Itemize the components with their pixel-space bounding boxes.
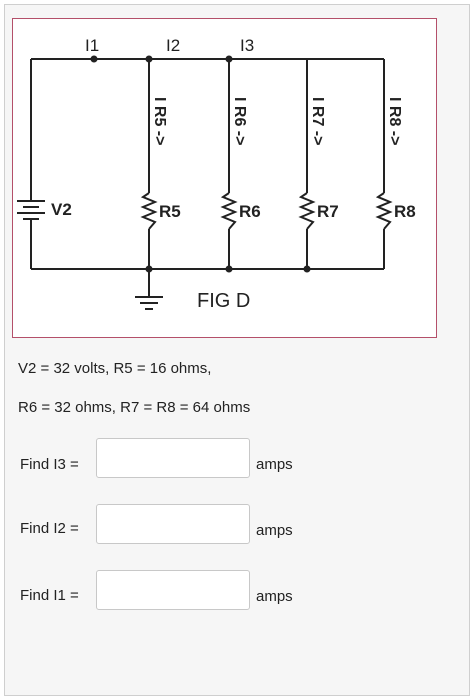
wires: [30, 58, 385, 297]
question-i2-label: Find I2 =: [20, 520, 79, 537]
answer-i1-input[interactable]: [96, 570, 250, 610]
current-label-i2: I2: [166, 36, 180, 55]
given-values-line-2: R6 = 32 ohms, R7 = R8 = 64 ohms: [18, 399, 251, 416]
current-label-i3: I3: [240, 36, 254, 55]
branch-current-label-r6: I R6 ->: [231, 97, 248, 145]
junction-dots: [90, 55, 311, 273]
resistor-r8-symbol: [375, 192, 393, 230]
circuit-diagram: I1 I2 I3 I R5 -> I R6 -> I R7 -> I R8 ->…: [17, 36, 416, 312]
answer-i1-unit: amps: [256, 588, 293, 605]
figure-caption: FIG D: [197, 290, 250, 312]
resistor-label-r6: R6: [239, 202, 261, 221]
resistor-r7-symbol: [298, 192, 316, 230]
resistor-label-r5: R5: [159, 202, 181, 221]
resistor-r5-symbol: [140, 192, 158, 230]
battery-symbol: [17, 200, 45, 220]
resistors: [140, 192, 393, 230]
answer-i2-unit: amps: [256, 522, 293, 539]
answer-i3-unit: amps: [256, 456, 293, 473]
branch-current-label-r8: I R8 ->: [386, 97, 403, 145]
given-values-line-1: V2 = 32 volts, R5 = 16 ohms,: [18, 360, 212, 377]
current-label-i1: I1: [85, 36, 99, 55]
circuit-figure: I1 I2 I3 I R5 -> I R6 -> I R7 -> I R8 ->…: [12, 18, 437, 338]
source-label-v2: V2: [51, 200, 72, 219]
resistor-r6-symbol: [220, 192, 238, 230]
ground-icon: [135, 296, 163, 310]
answer-i3-input[interactable]: [96, 438, 250, 478]
resistor-label-r7: R7: [317, 202, 339, 221]
branch-current-label-r5: I R5 ->: [151, 97, 168, 145]
question-i3-label: Find I3 =: [20, 456, 79, 473]
answer-i2-input[interactable]: [96, 504, 250, 544]
question-i1-label: Find I1 =: [20, 587, 79, 604]
resistor-label-r8: R8: [394, 202, 416, 221]
branch-current-label-r7: I R7 ->: [309, 97, 326, 145]
